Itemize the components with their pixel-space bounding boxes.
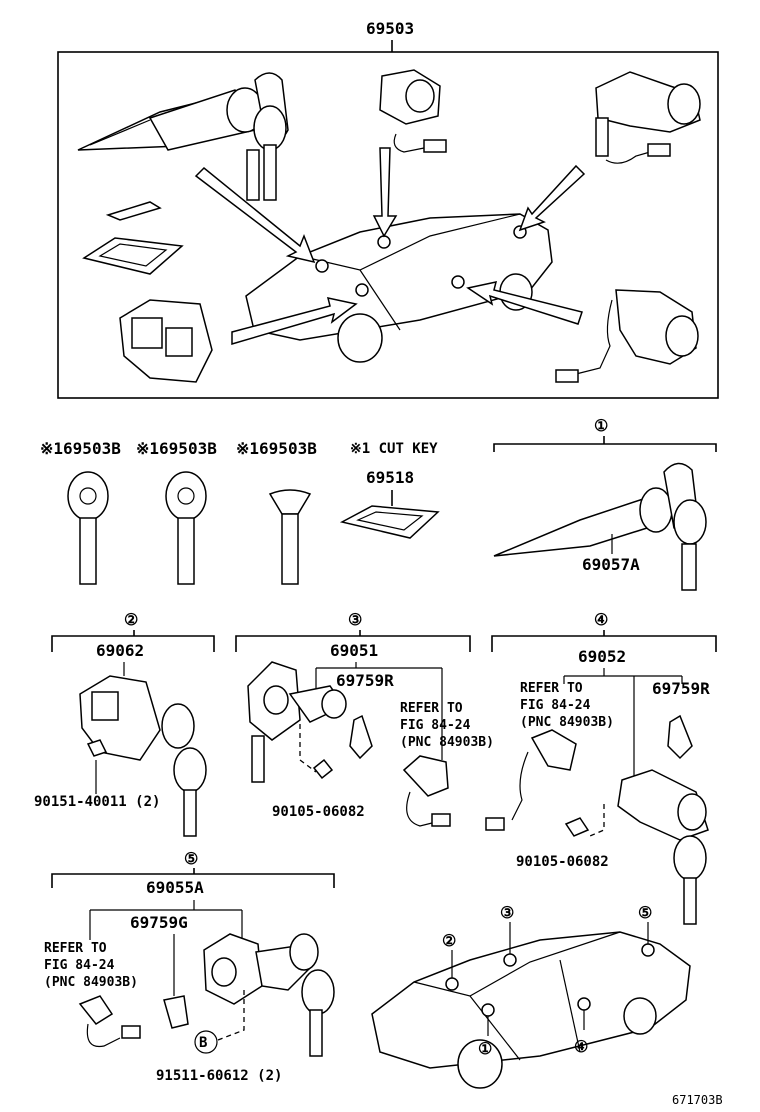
group-5-refer-line-2: FIG 84-24 xyxy=(44,958,115,973)
group-4-refer-line-2: FIG 84-24 xyxy=(520,698,591,713)
group-4-ref: ④ xyxy=(594,610,608,629)
group-3-cylinder-part-number: 69051 xyxy=(330,641,378,660)
group-5-refer-line-1: REFER TO xyxy=(44,941,107,956)
cut-key-note: ※1 CUT KEY xyxy=(350,441,438,457)
group-3-ref: ③ xyxy=(348,610,362,629)
car-callout-5: ⑤ xyxy=(638,903,652,922)
trunk-cylinder-illustration xyxy=(595,71,701,164)
cut-key-2-label: ※169503B xyxy=(136,439,217,458)
cut-key-3-label: ※169503B xyxy=(236,439,317,458)
cut-key-1-label: ※169503B xyxy=(40,439,121,458)
group-4-lever-part-number: 69759R xyxy=(652,679,710,698)
center-cylinder-illustration xyxy=(379,69,447,153)
group-2-lock-illustration xyxy=(79,675,207,837)
group-3-refer-line-1: REFER TO xyxy=(400,701,463,716)
pointer-arrows xyxy=(194,147,586,346)
car-callout-2: ② xyxy=(442,931,456,950)
assembly-frame xyxy=(57,51,719,399)
key-3-illustration xyxy=(268,489,312,585)
car-callout-1: ① xyxy=(478,1039,492,1058)
figure-code: 671703B xyxy=(672,1093,723,1107)
lock-actuator-illustration xyxy=(119,299,213,383)
group-4-screw-part-number: 90105-06082 xyxy=(516,854,609,870)
group-5-cylinder-illustration xyxy=(203,933,335,1057)
group-4-refer-line-3: (PNC 84903B) xyxy=(520,715,614,730)
group-3-screw-part-number: 90105-06082 xyxy=(272,804,365,820)
ignition-cylinder-illustration xyxy=(77,72,289,201)
group-5-refer-line-3: (PNC 84903B) xyxy=(44,975,138,990)
group-5-cylinder-part-number: 69055A xyxy=(146,878,204,897)
plate-part-number: 69518 xyxy=(366,468,414,487)
car-callout-4: ④ xyxy=(574,1037,588,1056)
plate-part-illustration xyxy=(339,505,440,539)
key-2-illustration xyxy=(165,471,207,585)
group-5-connector-illustration xyxy=(78,995,189,1048)
group-5-bolt-marker-circle xyxy=(194,1030,218,1054)
group-5-bolt-part-number: 91511-60612 (2) xyxy=(156,1068,282,1084)
group-4-cylinder-part-number: 69052 xyxy=(578,647,626,666)
group-4-refer-line-1: REFER TO xyxy=(520,681,583,696)
car-callout-3: ③ xyxy=(500,903,514,922)
group-3-refer-line-3: (PNC 84903B) xyxy=(400,735,494,750)
vehicle-illustration-top xyxy=(245,213,553,363)
group-4-trunk-cylinder-illustration xyxy=(617,769,709,925)
door-cylinder-right-illustration xyxy=(555,289,699,383)
clip-illustration xyxy=(105,201,162,221)
key-1-illustration xyxy=(67,471,109,585)
group-3-door-cylinder-illustration xyxy=(247,661,373,783)
group-4-screw-illustration xyxy=(564,817,590,837)
group-4-lever-illustration xyxy=(667,714,693,760)
group-5-lever-part-number: 69759G xyxy=(130,913,188,932)
group-2-bolt-part-number: 90151-40011 (2) xyxy=(34,794,160,810)
group-2-ref: ② xyxy=(124,610,138,629)
group-1-cylinder-part-number: 69057A xyxy=(582,555,640,574)
group-1-ref: ① xyxy=(594,416,608,435)
group-3-refer-line-2: FIG 84-24 xyxy=(400,718,471,733)
group-5-bolt-marker: B xyxy=(199,1035,207,1051)
group-5-ref: ⑤ xyxy=(184,849,198,868)
group-4-connector-illustration xyxy=(485,729,577,831)
group-3-connector-illustration xyxy=(402,755,451,827)
assembly-part-number: 69503 xyxy=(366,19,414,38)
group-2-cylinder-part-number: 69062 xyxy=(96,641,144,660)
vehicle-illustration-bottom xyxy=(371,931,691,1089)
group-3-lever-part-number: 69759R xyxy=(336,671,394,690)
group-1-ignition-illustration xyxy=(493,462,707,591)
plate-illustration xyxy=(82,237,184,275)
group-3-screw-illustration xyxy=(312,758,334,780)
